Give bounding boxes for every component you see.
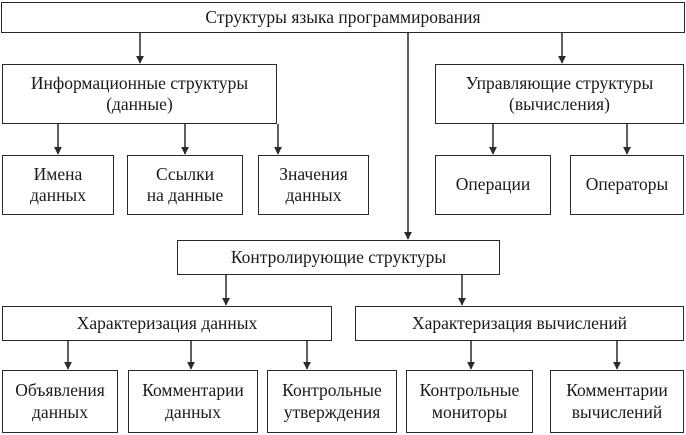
operators-node: Операторы — [570, 155, 684, 215]
data-comments-node: Комментарии данных — [128, 370, 258, 433]
data-names-node: Имена данных — [2, 155, 114, 215]
data-characterization-node: Характеризация данных — [2, 306, 332, 341]
control-assertions-node: Контрольные утверждения — [267, 370, 397, 433]
data-references-node: Ссылки на данные — [127, 155, 243, 215]
control-structures-node: Управляющие структуры (вычисления) — [435, 64, 684, 124]
data-values-node: Значения данных — [258, 155, 369, 215]
root-node: Структуры языка программирования — [1, 2, 685, 33]
data-declarations-node: Объявления данных — [2, 370, 118, 433]
calc-characterization-node: Характеризация вычислений — [355, 306, 684, 341]
info-structures-node: Информационные структуры (данные) — [2, 64, 277, 124]
monitoring-structures-node: Контролирующие структуры — [177, 240, 500, 275]
control-monitors-node: Контрольные мониторы — [406, 370, 533, 433]
calc-comments-node: Комментарии вычислений — [550, 370, 684, 433]
operations-node: Операции — [435, 155, 551, 215]
